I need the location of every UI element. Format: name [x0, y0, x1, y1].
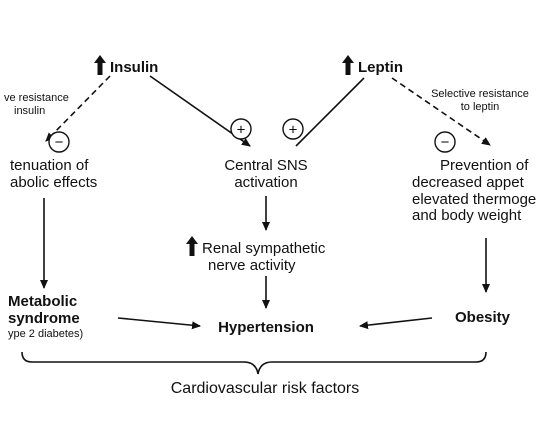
edge-metabolic-to-hypertension: [117, 317, 201, 330]
risk-factors-brace: [21, 351, 487, 375]
insulin-node: Insulin: [94, 55, 158, 77]
central-sns-line2: activation: [234, 173, 298, 191]
prevention-line4: and body weight: [412, 207, 522, 225]
note-right-line1: Selective resistance: [431, 88, 529, 100]
edge-obesity-to-hypertension: [359, 317, 433, 330]
plus-sign-insulin-circle: [230, 118, 252, 140]
attenuation-line2: abolic effects: [10, 173, 98, 191]
selective-resistance-insulin-note: ve resistance insulin: [4, 92, 69, 118]
plus-sign-leptin-circle: [282, 118, 304, 140]
risk-factors-label: Cardiovascular risk factors: [170, 380, 360, 397]
prevention-line3: elevated thermoge: [412, 190, 537, 208]
hypertension-node: Hypertension: [196, 319, 336, 337]
up-arrow-icon: [342, 55, 354, 75]
minus-sign-right: −: [441, 134, 450, 151]
renal-sympathetic-node: Renal sympathetic nerve activity: [186, 236, 325, 275]
prevention-line1: Prevention of: [440, 157, 529, 174]
hypertension-label: Hypertension: [218, 319, 314, 336]
up-arrow-icon: [94, 55, 106, 75]
edge-insulin-to-attenuation: [45, 75, 111, 142]
note-right-line2: to leptin: [460, 101, 500, 114]
insulin-label: Insulin: [110, 59, 159, 76]
obesity-label: Obesity: [455, 309, 511, 326]
note-left-line2: insulin: [14, 105, 46, 118]
note-left-line1: ve resistance: [4, 92, 69, 104]
attenuation-node: tenuation of abolic effects: [10, 157, 98, 192]
metabolic-line3: ype 2 diabetes): [8, 327, 84, 340]
central-sns-node: Central SNS activation: [206, 157, 326, 192]
metabolic-line2: syndrome: [8, 309, 80, 327]
central-sns-line1: Central SNS: [224, 157, 308, 174]
prevention-node: Prevention of decreased appet elevated t…: [412, 157, 537, 225]
minus-sign-right-circle: [434, 131, 456, 153]
risk-factors-node: Cardiovascular risk factors: [120, 380, 410, 398]
selective-resistance-leptin-note: Selective resistance to leptin: [425, 88, 535, 114]
edge-leptin-to-sns: [295, 77, 365, 147]
prevention-line2: decreased appet: [412, 173, 524, 191]
metabolic-syndrome-node: Metabolic syndrome ype 2 diabetes): [8, 293, 84, 341]
metabolic-line1: Metabolic: [8, 293, 78, 310]
leptin-label: Leptin: [358, 59, 403, 76]
plus-sign-leptin: +: [289, 122, 298, 139]
renal-line1: Renal sympathetic: [202, 240, 326, 257]
up-arrow-icon: [186, 236, 198, 256]
attenuation-line1: tenuation of: [10, 157, 89, 174]
leptin-node: Leptin: [342, 55, 403, 77]
minus-sign-left-circle: [48, 131, 70, 153]
renal-line2: nerve activity: [208, 256, 296, 274]
minus-sign-left: −: [55, 134, 64, 151]
obesity-node: Obesity: [455, 309, 511, 327]
plus-sign-insulin: +: [237, 122, 246, 139]
